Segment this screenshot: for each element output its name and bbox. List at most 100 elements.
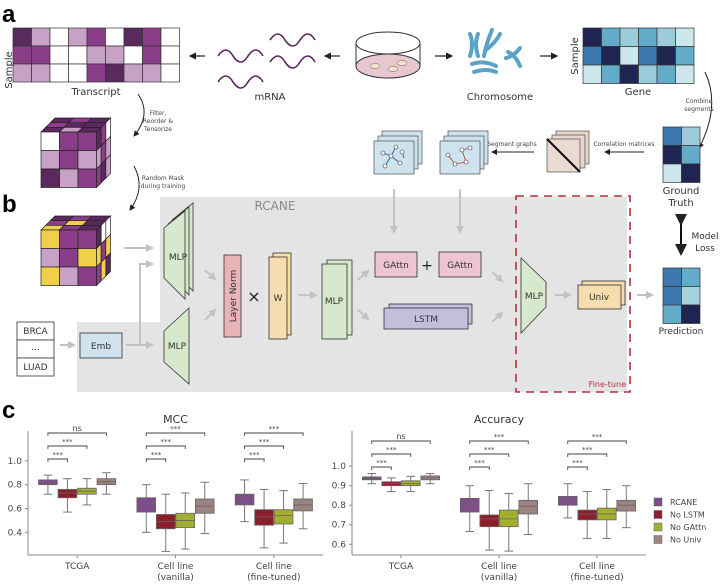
cube-front-cell (40, 229, 60, 249)
significance-bracket (145, 432, 206, 436)
combine-step-line2: segments (684, 106, 713, 113)
model-loss-line1: Model (691, 232, 718, 242)
prediction-label: Prediction (659, 327, 704, 337)
graph-stack-icon-2 (439, 130, 489, 175)
significance-label: *** (259, 438, 270, 446)
y-tick-label: 0.6 (8, 505, 23, 515)
legend-label: No LSTM (670, 511, 705, 520)
significance-label: *** (269, 425, 280, 433)
panel-label-b: b (2, 191, 17, 218)
box-rcane (459, 485, 480, 533)
transcript-cell (86, 45, 106, 65)
box-no-lstm (254, 488, 274, 549)
emb-label: Emb (91, 342, 111, 352)
w-label: W (274, 294, 283, 304)
transcript-cell (12, 27, 32, 47)
significance-label: ns (396, 432, 405, 441)
cancer-type-list: BRCA ... LUAD (16, 321, 55, 377)
gene-cell (656, 64, 676, 84)
layer-norm-block (223, 254, 242, 338)
transcript-cell (142, 63, 162, 83)
cube-front-cell (77, 150, 97, 170)
cube-side-cell (105, 154, 111, 180)
arrow-filter (133, 93, 145, 137)
prediction-cell (681, 267, 701, 287)
arrow-combine (698, 71, 713, 149)
transcript-cell (142, 45, 162, 65)
cancer-type-ellipsis-label: ... (31, 343, 40, 353)
fine-tune-box (515, 195, 631, 393)
x-tick-label: Cell line (481, 562, 517, 572)
gene-cell (638, 64, 658, 84)
x-tick-label: Cell line (579, 562, 615, 572)
prediction-heatmap (662, 267, 701, 324)
univ-stack (577, 280, 626, 310)
transcript-cell (49, 27, 69, 47)
tensor-cube (40, 117, 112, 189)
y-tick-label: 0.9 (332, 482, 347, 492)
mrna-label: mRNA (254, 92, 285, 103)
x-tick-label: (vanilla) (481, 573, 518, 583)
petri-dish-icon (355, 31, 421, 79)
ground-truth-line1: Ground (663, 186, 700, 197)
masked-tensor-cube (40, 215, 112, 287)
prediction-cell (681, 286, 701, 306)
multiply-icon: × (247, 287, 260, 306)
cube-front-cell (40, 266, 60, 286)
box-iqr (577, 509, 598, 521)
cube-front-cell (77, 266, 97, 286)
significance-bracket (47, 458, 68, 462)
gene-cell (582, 46, 602, 66)
mlp-stack-mid (321, 259, 353, 340)
cube-front-cell (59, 168, 79, 188)
correlation-label: Correlation matrices (593, 141, 654, 148)
transcript-cell (68, 63, 88, 83)
mlp-top-label: MLP (169, 253, 188, 263)
cube-front-cell (40, 248, 60, 268)
cube-front-cell (40, 131, 60, 151)
gene-cell (582, 27, 602, 47)
prediction-cell (681, 304, 701, 324)
significance-label: *** (592, 433, 603, 441)
y-tick-label: 0.6 (332, 540, 347, 550)
significance-label: *** (386, 446, 397, 454)
gene-axis-y: Sample (570, 37, 581, 75)
box-iqr (57, 489, 78, 499)
box-iqr (498, 509, 519, 528)
chromosome-icon (468, 28, 522, 74)
transcript-cell (160, 45, 180, 65)
gene-cell (656, 27, 676, 47)
box-no-lstm (57, 478, 78, 513)
x-tick-label: (fine-tuned) (570, 573, 623, 583)
chart-title: Accuracy (474, 413, 525, 426)
y-tick-label: 1.0 (332, 462, 347, 472)
gattn-block-1 (374, 251, 418, 278)
box-no-lstm (155, 493, 176, 552)
significance-bracket (567, 453, 608, 457)
gattn-block-2 (438, 251, 482, 278)
y-tick-label: 0.4 (8, 528, 23, 538)
transcript-cell (160, 27, 180, 47)
box-no-gattn (400, 475, 421, 493)
layer-norm-label: Layer Norm (229, 270, 239, 323)
box-no-univ (194, 481, 215, 535)
gene-cell (582, 64, 602, 84)
gene-cell (675, 64, 695, 84)
emb-block (79, 332, 123, 359)
box-no-gattn (273, 490, 294, 544)
significance-label: *** (484, 446, 495, 454)
transcript-cell (31, 63, 51, 83)
mlp-stack-top (163, 202, 194, 300)
legend-item: RCANE (653, 497, 697, 507)
cube-side-cell (100, 158, 107, 184)
cube-side-cell (96, 261, 102, 287)
box-iqr (479, 514, 500, 528)
ground-truth-cell (681, 163, 701, 183)
fine-tune-label: Fine-tune (589, 380, 626, 389)
significance-bracket (371, 466, 392, 470)
significance-bracket (47, 432, 107, 436)
y-tick-label: 0.7 (332, 521, 346, 531)
x-tick-label: Cell line (158, 562, 194, 572)
arrow-mask (129, 165, 140, 211)
